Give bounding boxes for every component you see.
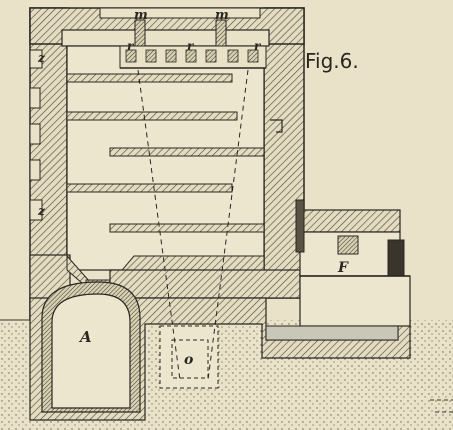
vent-openings-row [119,45,267,69]
drying-chamber [66,45,265,271]
label-r-1: r [127,39,135,53]
label-F: F [337,260,349,276]
label-m-right: m [215,8,229,23]
pit-o [159,325,219,389]
figure-title: Fig.6. [305,49,359,73]
ash-vault-A [41,281,141,413]
label-o: o [184,352,193,368]
flue-dashed-lines [137,69,249,381]
label-r-3: r [254,39,262,53]
label-A: A [78,328,92,346]
firebox-F [295,199,411,327]
label-z-top: z [37,51,46,65]
label-m-left: m [134,8,148,23]
wall-bracket [270,119,283,133]
side-doors [29,49,43,221]
label-r-2: r [187,39,195,53]
shelves [66,73,265,233]
label-z-bottom: z [37,204,46,218]
water-basin [265,325,399,341]
